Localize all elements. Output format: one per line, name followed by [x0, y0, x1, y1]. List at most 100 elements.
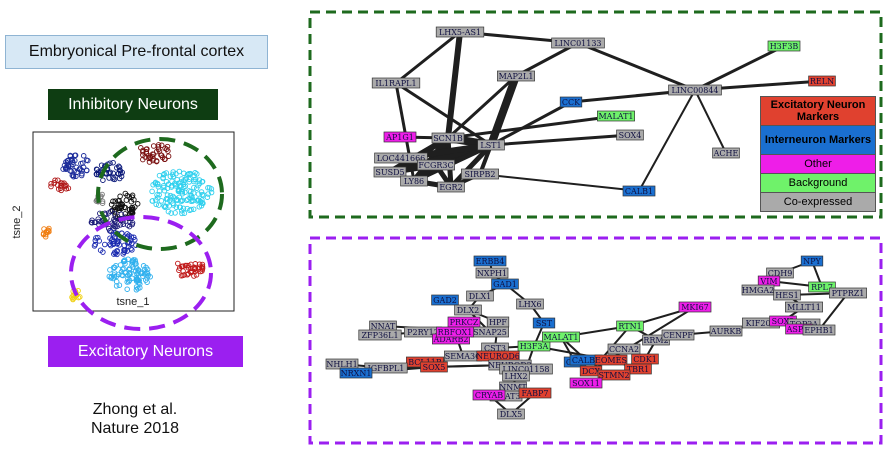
- excitatory-node-ptprz[interactable]: PTPRZ1: [829, 287, 867, 299]
- tsne-cell-point: [136, 277, 142, 284]
- inhibitory-edge: [489, 100, 573, 147]
- inhibitory-node-ap1g[interactable]: AP1G1: [383, 131, 417, 143]
- excitatory-node-cenpf[interactable]: CENPF: [661, 329, 695, 341]
- excitatory-node-label: CCNA2: [609, 345, 639, 354]
- inhibitory-node-label: FCGR3C: [418, 161, 453, 170]
- excitatory-node-mki67[interactable]: MKI67: [678, 301, 712, 313]
- tsne-cell-point: [175, 260, 181, 267]
- tsne-y-axis-label: tsne_2: [11, 205, 23, 238]
- inhibitory-node-lhx5-as1[interactable]: LHX5-AS1: [435, 26, 485, 38]
- excitatory-node-label: IGFBPL1: [368, 364, 405, 373]
- excitatory-node-dlx1[interactable]: DLX1: [466, 290, 494, 302]
- excitatory-node-tbr1[interactable]: TBR1: [624, 363, 652, 375]
- inhibitory-node-egr2[interactable]: EGR2: [437, 181, 465, 193]
- excitatory-node-box: [802, 324, 836, 336]
- tsne-cell-point: [57, 185, 64, 191]
- excitatory-node-label: PTPRZ1: [832, 289, 865, 298]
- excitatory-node-box: [607, 343, 641, 355]
- tsne-cell-point: [107, 160, 113, 166]
- excitatory-node-label: DCX: [582, 367, 601, 376]
- excitatory-node-nrxn[interactable]: NRXN1: [339, 367, 373, 379]
- excitatory-node-label: KIF20A: [746, 319, 777, 328]
- inhibitory-node-malat1[interactable]: MALAT1: [597, 110, 635, 122]
- inhibitory-node-linc00844[interactable]: LINC00844: [668, 84, 722, 96]
- excitatory-node-label: RPL7: [811, 283, 833, 292]
- inhibitory-edge: [446, 74, 518, 140]
- inhibitory-node-label: LST1: [480, 141, 501, 150]
- excitatory-node-rbfox[interactable]: RBFOX1: [436, 326, 474, 338]
- inhibitory-node-susd5[interactable]: SUSD5: [373, 166, 407, 178]
- tsne-cell-point: [185, 263, 192, 269]
- excitatory-node-h3f3a[interactable]: H3F3A: [517, 340, 551, 352]
- inhibitory-node-lst1[interactable]: LST1: [477, 139, 505, 151]
- excitatory-node-gad1[interactable]: GAD1: [491, 278, 519, 290]
- excitatory-node-sox11[interactable]: SOX11: [569, 377, 603, 389]
- excitatory-node-label: NRXN1: [341, 369, 372, 378]
- excitatory-node-dlx2[interactable]: DLX2: [454, 304, 482, 316]
- tsne-cell-point: [167, 192, 174, 199]
- excitatory-node-box: [773, 289, 801, 301]
- excitatory-node-fabp7[interactable]: FABP7: [518, 387, 552, 399]
- excitatory-node-label: RRM2: [643, 336, 668, 345]
- excitatory-node-box: [518, 387, 552, 399]
- inhibitory-node-ache[interactable]: ACHE: [712, 147, 740, 159]
- excitatory-node-ccna2[interactable]: CCNA2: [607, 343, 641, 355]
- inhibitory-node-map2l1[interactable]: MAP2L1: [497, 70, 535, 82]
- tsne-cell-point: [45, 227, 51, 233]
- excitatory-node-sst[interactable]: SST: [532, 317, 556, 329]
- excitatory-node-cdk1[interactable]: CDK1: [631, 353, 659, 365]
- inhibitory-node-cck[interactable]: CCK: [559, 96, 583, 108]
- excitatory-node-stmn2[interactable]: STMN2: [597, 369, 631, 381]
- inhibitory-node-il1rap[interactable]: IL1RAPL1: [371, 77, 421, 89]
- inhibitory-node-calb1[interactable]: CALB1: [622, 185, 656, 197]
- tsne-cell-point: [107, 267, 113, 273]
- tsne-cell-point: [96, 238, 102, 244]
- excitatory-node-lhx6[interactable]: LHX6: [516, 298, 544, 310]
- excitatory-node-box: [661, 329, 695, 341]
- tsne-cell-point: [121, 247, 128, 254]
- excitatory-node-snap25[interactable]: SNAP25: [471, 326, 509, 338]
- excitatory-node-aurkb[interactable]: AURKB: [709, 325, 743, 337]
- excitatory-node-ephb[interactable]: EPHB1: [802, 324, 836, 336]
- excitatory-node-label: MALAT1: [543, 333, 578, 342]
- excitatory-node-prkcz[interactable]: PRKCZ: [447, 316, 481, 328]
- excitatory-node-hmga2[interactable]: HMGA2: [741, 284, 775, 296]
- inhibitory-node-h3f3b[interactable]: H3F3B: [767, 40, 801, 52]
- inhibitory-node-box: [597, 110, 635, 122]
- inhibitory-node-reln[interactable]: RELN: [808, 75, 836, 87]
- inhibitory-node-loc441666[interactable]: LOC441666: [374, 152, 428, 164]
- excitatory-node-zfp36l1[interactable]: ZFP36L1: [358, 329, 402, 341]
- excitatory-node-hes1[interactable]: HES1: [773, 289, 801, 301]
- excitatory-node-npy[interactable]: NPY: [800, 255, 824, 267]
- inhibitory-node-sox4[interactable]: SOX4: [616, 129, 644, 141]
- inhibitory-node-sirpb2[interactable]: SIRPB2: [461, 168, 499, 180]
- tsne-cell-point: [194, 171, 200, 177]
- excitatory-node-malat1[interactable]: MALAT1: [542, 331, 580, 343]
- excitatory-node-hpf[interactable]: HPF: [486, 316, 510, 328]
- excitatory-node-label: FABP7: [522, 389, 549, 398]
- excitatory-node-label: LINC01158: [502, 365, 549, 374]
- excitatory-node-lhx2[interactable]: LHX2: [502, 370, 530, 382]
- tsne-cell-point: [95, 234, 101, 241]
- inhibitory-node-fcgr3[interactable]: FCGR3C: [417, 159, 455, 171]
- excitatory-node-rtn1[interactable]: RTN1: [616, 320, 644, 332]
- excitatory-node-eomes[interactable]: EOMES: [594, 354, 628, 366]
- excitatory-node-rpl7[interactable]: RPL7: [808, 281, 836, 293]
- excitatory-node-nxph1[interactable]: NXPH1: [475, 267, 509, 279]
- tsne-cell-point: [99, 200, 106, 206]
- inhibitory-node-box: [767, 40, 801, 52]
- excitatory-node-box: [436, 326, 474, 338]
- inhibitory-node-linc01133[interactable]: LINC01133: [551, 37, 605, 49]
- excitatory-node-mllt11[interactable]: MLLT11: [785, 301, 823, 313]
- inhibitory-node-box: [431, 132, 465, 144]
- excitatory-node-gad2[interactable]: GAD2: [431, 294, 459, 306]
- tsne-cell-point: [68, 168, 75, 175]
- inhibitory-node-scn1b[interactable]: SCN1B: [431, 132, 465, 144]
- excitatory-node-cryab[interactable]: CRYAB: [472, 389, 506, 401]
- excitatory-node-sox5[interactable]: SOX5: [420, 361, 448, 373]
- tsne-cell-point: [125, 243, 132, 250]
- excitatory-node-erbb4[interactable]: ERBB4: [473, 255, 507, 267]
- tsne-cell-point: [153, 201, 159, 208]
- excitatory-node-dlx5[interactable]: DLX5: [497, 408, 525, 420]
- inhibitory-node-ly86[interactable]: LY86: [400, 175, 428, 187]
